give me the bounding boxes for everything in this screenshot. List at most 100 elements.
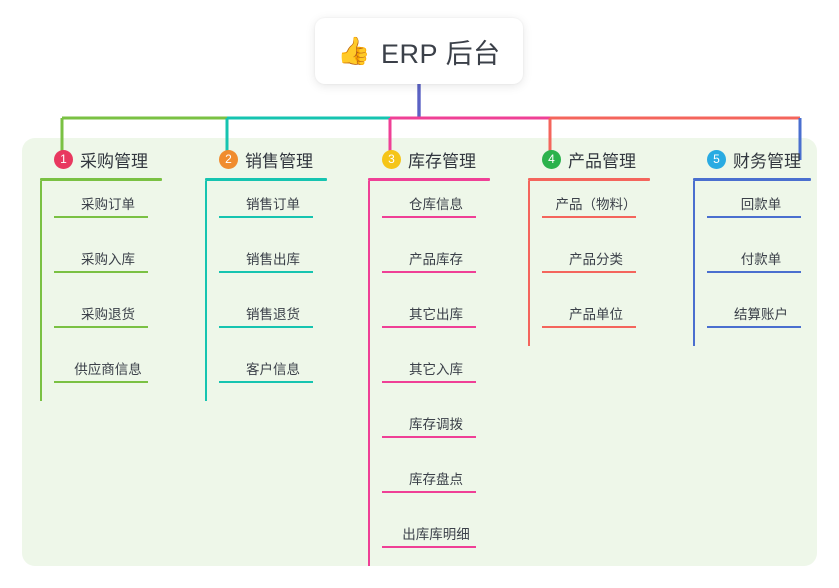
item-connector-stem bbox=[693, 181, 695, 236]
item-connector-stem bbox=[368, 346, 370, 401]
item-label: 其它出库 bbox=[409, 307, 463, 322]
category-item[interactable]: 销售订单 bbox=[205, 181, 327, 236]
item-connector-stem bbox=[528, 236, 530, 291]
category-items: 仓库信息产品库存其它出库其它入库库存调拨库存盘点出库库明细 bbox=[368, 181, 490, 566]
item-connector-stem bbox=[40, 346, 42, 401]
item-underline bbox=[707, 271, 801, 273]
category-item[interactable]: 销售退货 bbox=[205, 291, 327, 346]
category-title: 产品管理 bbox=[568, 151, 636, 171]
item-underline bbox=[54, 381, 148, 383]
category-item[interactable]: 供应商信息 bbox=[40, 346, 162, 401]
item-connector-stem bbox=[528, 181, 530, 236]
item-underline bbox=[707, 216, 801, 218]
item-label: 库存盘点 bbox=[409, 472, 463, 487]
item-underline bbox=[219, 326, 313, 328]
category-item[interactable]: 产品单位 bbox=[528, 291, 650, 346]
category-item[interactable]: 其它出库 bbox=[368, 291, 490, 346]
category-item[interactable]: 产品库存 bbox=[368, 236, 490, 291]
item-label: 结算账户 bbox=[734, 307, 788, 322]
item-underline bbox=[542, 326, 636, 328]
category-item[interactable]: 产品（物料） bbox=[528, 181, 650, 236]
item-label: 销售订单 bbox=[246, 197, 300, 212]
category-item[interactable]: 出库库明细 bbox=[368, 511, 490, 566]
category-underline bbox=[528, 178, 650, 181]
item-connector-stem bbox=[40, 236, 42, 291]
item-underline bbox=[382, 546, 476, 548]
category-underline bbox=[693, 178, 811, 181]
item-underline bbox=[382, 381, 476, 383]
item-underline bbox=[219, 216, 313, 218]
item-label: 销售退货 bbox=[246, 307, 300, 322]
category-item[interactable]: 库存调拨 bbox=[368, 401, 490, 456]
category-item[interactable]: 付款单 bbox=[693, 236, 811, 291]
item-connector-stem bbox=[205, 291, 207, 346]
category-header-3[interactable]: 3 库存管理 bbox=[368, 146, 490, 172]
thumbs-up-icon: 👍 bbox=[337, 35, 372, 66]
category-underline bbox=[368, 178, 490, 181]
item-label: 库存调拨 bbox=[409, 417, 463, 432]
category-item[interactable]: 其它入库 bbox=[368, 346, 490, 401]
category-column-3: 3 库存管理仓库信息产品库存其它出库其它入库库存调拨库存盘点出库库明细 bbox=[368, 146, 490, 566]
item-connector-stem bbox=[528, 291, 530, 346]
category-item[interactable]: 回款单 bbox=[693, 181, 811, 236]
item-underline bbox=[54, 326, 148, 328]
item-underline bbox=[54, 271, 148, 273]
category-underline bbox=[40, 178, 162, 181]
category-badge: 3 bbox=[382, 149, 401, 169]
item-label: 供应商信息 bbox=[74, 362, 142, 377]
item-underline bbox=[219, 271, 313, 273]
item-connector-stem bbox=[368, 456, 370, 511]
item-underline bbox=[382, 436, 476, 438]
category-column-2: 2 销售管理销售订单销售出库销售退货客户信息 bbox=[205, 146, 327, 401]
item-connector-stem bbox=[368, 291, 370, 346]
category-item[interactable]: 采购入库 bbox=[40, 236, 162, 291]
category-item[interactable]: 仓库信息 bbox=[368, 181, 490, 236]
item-underline bbox=[219, 381, 313, 383]
item-label: 回款单 bbox=[740, 197, 782, 212]
category-badge: 2 bbox=[219, 149, 238, 169]
category-title: 销售管理 bbox=[245, 151, 313, 171]
item-underline bbox=[54, 216, 148, 218]
item-connector-stem bbox=[205, 236, 207, 291]
category-item[interactable]: 采购订单 bbox=[40, 181, 162, 236]
category-item[interactable]: 采购退货 bbox=[40, 291, 162, 346]
item-label: 产品单位 bbox=[569, 307, 623, 322]
category-header-2[interactable]: 2 销售管理 bbox=[205, 146, 327, 172]
root-node[interactable]: 👍 ERP 后台 bbox=[315, 18, 523, 84]
item-label: 付款单 bbox=[740, 252, 782, 267]
category-badge: 5 bbox=[707, 149, 726, 169]
item-underline bbox=[707, 326, 801, 328]
category-items: 回款单付款单结算账户 bbox=[693, 181, 811, 346]
category-item[interactable]: 库存盘点 bbox=[368, 456, 490, 511]
category-item[interactable]: 产品分类 bbox=[528, 236, 650, 291]
item-underline bbox=[382, 491, 476, 493]
category-item[interactable]: 客户信息 bbox=[205, 346, 327, 401]
item-underline bbox=[542, 216, 636, 218]
item-label: 采购退货 bbox=[81, 307, 135, 322]
item-label: 销售出库 bbox=[246, 252, 300, 267]
category-items: 采购订单采购入库采购退货供应商信息 bbox=[40, 181, 162, 401]
category-title: 库存管理 bbox=[408, 151, 476, 171]
item-connector-stem bbox=[40, 291, 42, 346]
category-badge: 1 bbox=[54, 149, 73, 169]
item-connector-stem bbox=[368, 236, 370, 291]
item-connector-stem bbox=[368, 401, 370, 456]
item-label: 产品分类 bbox=[569, 252, 623, 267]
item-label: 客户信息 bbox=[246, 362, 300, 377]
category-item[interactable]: 销售出库 bbox=[205, 236, 327, 291]
item-underline bbox=[542, 271, 636, 273]
category-item[interactable]: 结算账户 bbox=[693, 291, 811, 346]
item-connector-stem bbox=[368, 511, 370, 566]
root-node-title: ERP 后台 bbox=[381, 38, 501, 69]
item-connector-stem bbox=[205, 346, 207, 401]
item-label: 产品库存 bbox=[409, 252, 463, 267]
item-underline bbox=[382, 271, 476, 273]
item-underline bbox=[382, 326, 476, 328]
